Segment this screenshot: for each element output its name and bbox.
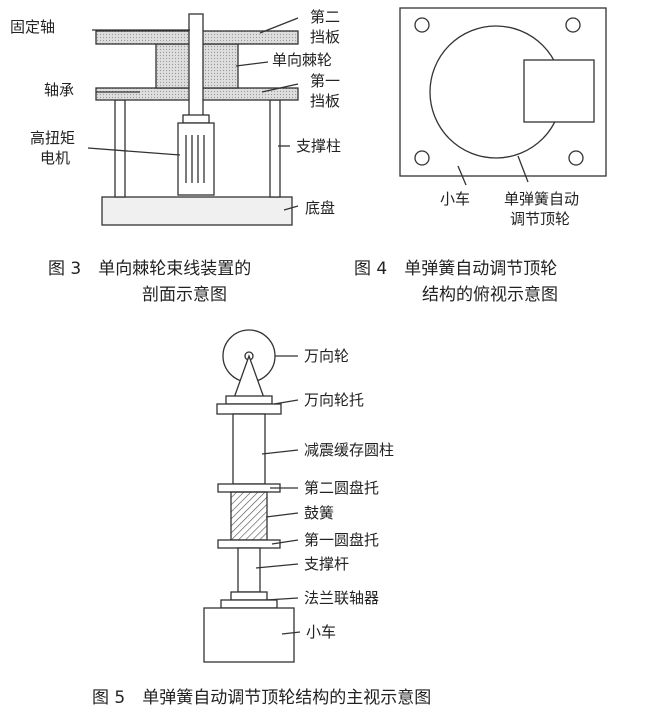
fig3-labels: 固定轴 第二 挡板 单向棘轮 第一 挡板 轴承 高扭矩 电机 支撑柱 底盘 [10,8,341,217]
fig3-fixed-shaft [188,13,204,117]
fig5-first-tray [217,539,281,549]
fig5-damping-cylinder [232,413,266,485]
fig3-label-base: 底盘 [305,199,335,217]
fig3-label-first-baffle-2: 挡板 [310,92,340,110]
fig3-support-right [269,99,281,198]
fig5-label-spring: 鼓簧 [304,504,334,522]
fig5-flange-lower [220,599,278,609]
fig5-caption: 图 5 单弹簧自动调节顶轮结构的主视示意图 [92,688,431,708]
fig3-support-left [114,99,126,198]
fig4-hole-br [568,150,584,166]
fig5-label-damper: 减震缓存圆柱 [304,441,394,459]
fig4-label-wheel: 单弹簧自动 [504,190,579,208]
fig5-label-caster-bracket: 万向轮托 [304,391,364,409]
fig5-caster-bracket-plate [216,403,282,415]
fig5-label-second-tray: 第二圆盘托 [304,479,379,497]
fig4-label-cart: 小车 [440,190,470,208]
fig4-caption: 图 4 单弹簧自动调节顶轮 [354,259,557,279]
fig5-flange-upper [230,591,268,601]
fig5-drum-spring [230,491,268,541]
fig3-label-motor: 高扭矩 [30,129,75,147]
fig3-base [101,196,293,226]
fig5-labels: 万向轮 万向轮托 减震缓存圆柱 第二圆盘托 鼓簧 第一圆盘托 支撑杆 法兰联轴器… [304,347,394,641]
fig3-label-first-baffle: 第一 [310,72,340,90]
fig4-diagram [399,7,607,186]
fig3-label-support: 支撑柱 [296,137,341,155]
fig4-labels: 小车 单弹簧自动 调节顶轮 [440,190,579,228]
fig5-diagram [203,329,301,663]
fig3-label-motor-2: 电机 [40,149,70,167]
fig4-hole-tr [565,17,581,33]
fig3-label-bearing: 轴承 [44,81,74,99]
fig5-support-rod [237,547,261,593]
fig5-label-first-tray: 第一圆盘托 [304,531,379,549]
fig3-label-second-baffle: 第二 [310,8,340,26]
fig4-hole-tl [414,17,430,33]
fig5-label-flange: 法兰联轴器 [304,589,379,607]
fig3-label-fixed-shaft: 固定轴 [10,18,55,36]
fig5-caster-bracket [225,395,273,405]
fig3-caption: 图 3 单向棘轮束线装置的 [48,259,251,279]
fig4-label-wheel-2: 调节顶轮 [510,210,570,228]
fig3-diagram [87,13,299,226]
fig3-label-second-baffle-2: 挡板 [310,28,340,46]
fig4-hole-bl [414,150,430,166]
fig5-cart [203,607,295,663]
fig3-caption-line2: 剖面示意图 [142,285,227,305]
fig5-label-cart: 小车 [306,623,336,641]
fig3-label-ratchet: 单向棘轮 [272,51,332,69]
fig4-wheel-block [523,59,595,123]
fig5-label-rod: 支撑杆 [304,555,349,573]
fig3-motor [177,122,215,196]
fig4-caption-line2: 结构的俯视示意图 [422,285,558,305]
fig3-motor-cap [182,114,210,124]
fig5-label-caster: 万向轮 [304,347,349,365]
